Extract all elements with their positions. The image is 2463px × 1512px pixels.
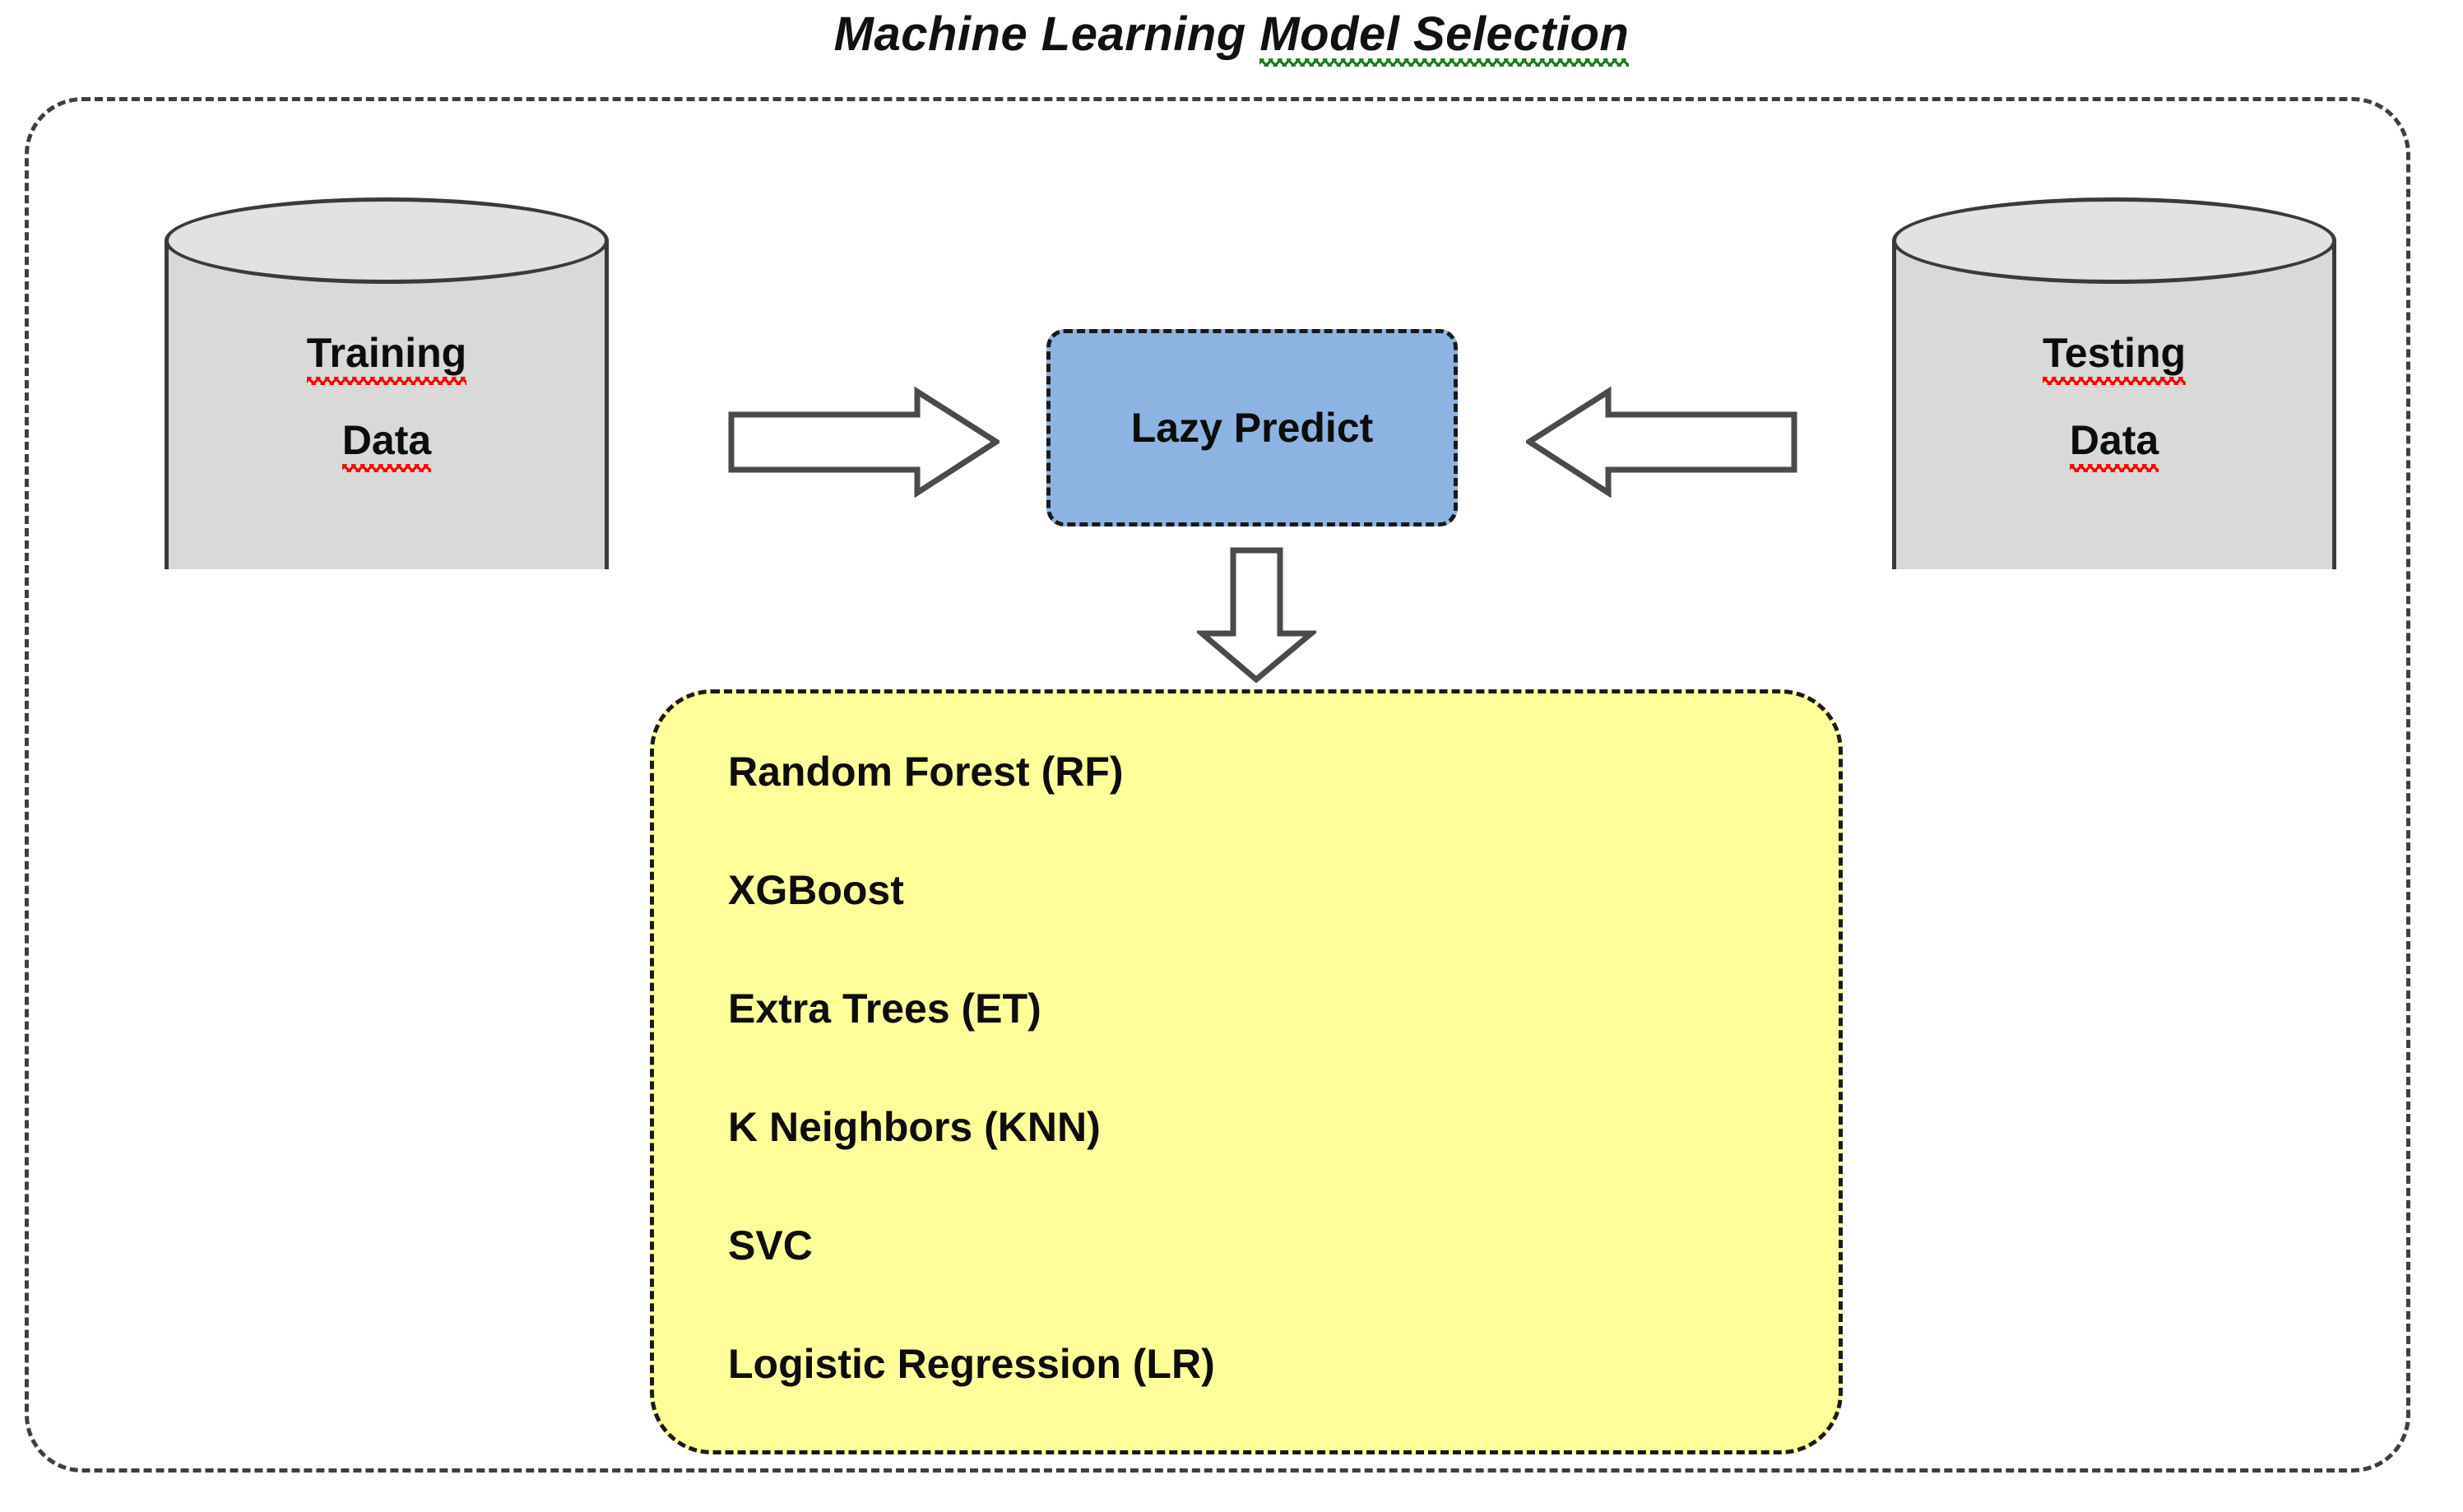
model-list-item: K Neighbors (KNN) [728, 1104, 1101, 1150]
training-data-label: Training Data [165, 329, 609, 503]
model-list-box: Random Forest (RF) XGBoost Extra Trees (… [650, 689, 1843, 1454]
cylinder-body [165, 240, 609, 569]
title-tail-text: Model Selection [1259, 7, 1630, 67]
title-head-text: Machine Learning [833, 7, 1260, 61]
training-data-label-line1: Training [306, 330, 467, 385]
cylinder-body [1892, 240, 2336, 569]
lazy-predict-label: Lazy Predict [1130, 405, 1374, 451]
page-title: Machine Learning Model Selection [0, 7, 2463, 67]
testing-data-label-line1: Testing [2042, 330, 2187, 385]
training-data-label-line2: Data [341, 417, 432, 472]
testing-data-label: Testing Data [1892, 329, 2336, 503]
model-list-item: SVC [728, 1222, 813, 1269]
lazy-predict-node[interactable]: Lazy Predict [1046, 329, 1458, 526]
cylinder-top-ellipse [1892, 197, 2336, 284]
training-data-cylinder: Training Data [165, 197, 609, 613]
model-list-item: Random Forest (RF) [728, 749, 1124, 795]
arrow-left-icon [1524, 386, 1797, 499]
cylinder-top-ellipse [165, 197, 609, 284]
arrow-down-icon [1194, 547, 1320, 684]
model-list-item: Extra Trees (ET) [728, 986, 1041, 1032]
arrow-right-icon [728, 386, 1002, 499]
diagram-outer-container [25, 97, 2410, 1473]
model-list-item: Logistic Regression (LR) [728, 1341, 1215, 1387]
testing-data-label-line2: Data [2069, 417, 2159, 472]
model-list-item: XGBoost [728, 867, 904, 913]
testing-data-cylinder: Testing Data [1892, 197, 2336, 613]
